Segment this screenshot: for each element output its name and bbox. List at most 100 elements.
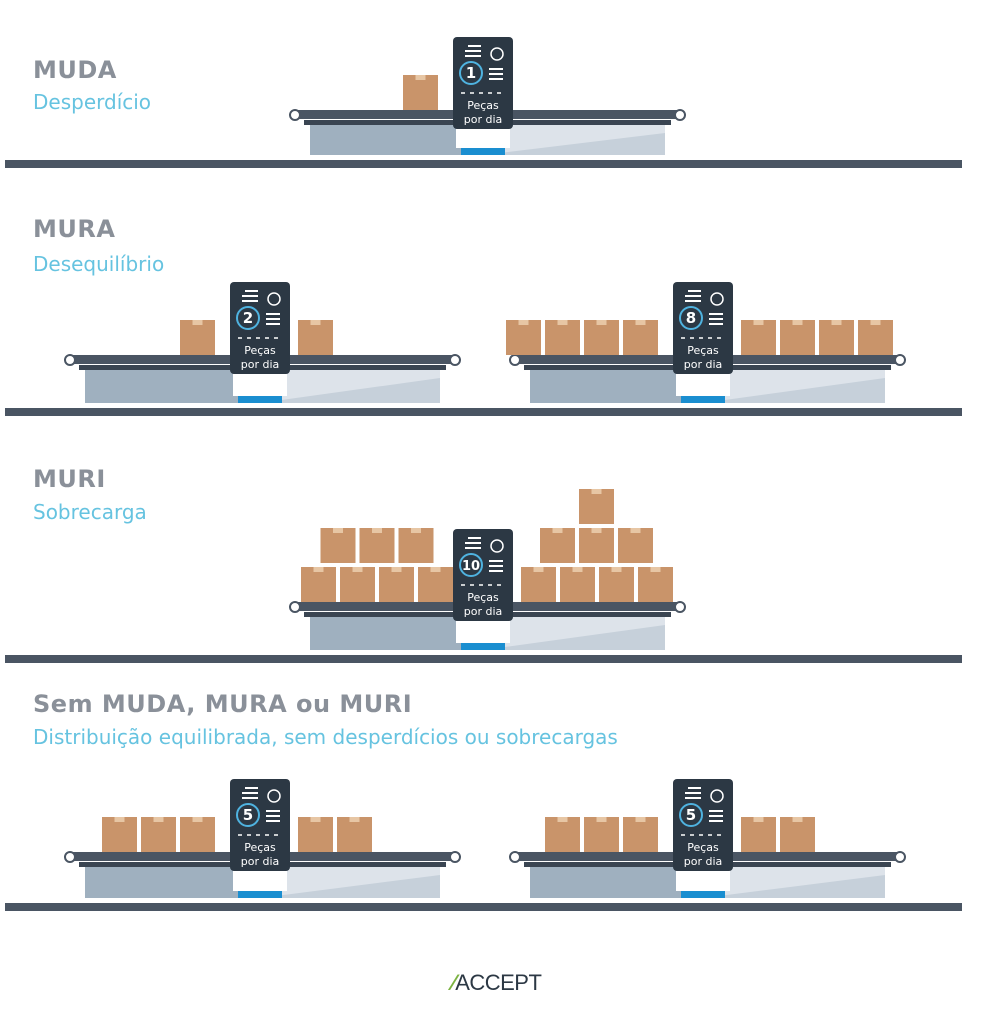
list-icon <box>266 820 280 822</box>
conveyor-support-shade <box>310 617 483 650</box>
pieces-label: Peças <box>687 344 719 357</box>
package-box <box>418 567 453 602</box>
conveyor-belt-lower <box>79 862 446 867</box>
package-box <box>579 489 614 524</box>
muda-title: MUDA <box>33 56 117 84</box>
package-box <box>521 567 556 602</box>
conveyor-support <box>310 125 665 155</box>
conveyor-roller <box>64 851 76 863</box>
conveyor-roller <box>289 601 301 613</box>
status-circle-icon <box>490 47 504 61</box>
machine-panel <box>230 779 290 871</box>
conveyor-support <box>310 617 665 650</box>
package-box <box>340 567 375 602</box>
conveyor-belt-lower <box>304 120 671 125</box>
per-day-label: por dia <box>684 855 723 868</box>
package-box <box>141 817 176 852</box>
conveyor-belt <box>290 602 685 611</box>
conveyor-belt <box>510 355 905 364</box>
conveyor-support-shade <box>530 867 703 898</box>
menu-icon <box>465 55 481 57</box>
conveyor-support-wedge <box>260 378 440 403</box>
conveyor-roller <box>289 109 301 121</box>
status-circle-icon <box>710 789 724 803</box>
conveyor-support <box>530 370 885 403</box>
package-box <box>858 320 893 355</box>
menu-icon <box>688 290 701 292</box>
list-icon <box>266 318 280 320</box>
conveyor-support <box>530 867 885 898</box>
conveyor-belt <box>65 355 460 364</box>
package-box <box>780 817 815 852</box>
list-icon <box>709 810 723 812</box>
per-day-label: por dia <box>241 855 280 868</box>
package-box <box>819 320 854 355</box>
menu-icon <box>242 300 258 302</box>
package-box <box>599 567 634 602</box>
balanced-subtitle: Distribuição equilibrada, sem desperdíci… <box>33 725 618 749</box>
list-icon <box>489 73 503 75</box>
list-icon <box>266 815 280 817</box>
menu-icon <box>465 542 481 544</box>
machine-panel <box>673 282 733 374</box>
pieces-count: 8 <box>686 309 696 327</box>
conveyor-roller <box>674 109 686 121</box>
floor-line <box>5 903 962 911</box>
count-circle <box>459 61 483 85</box>
accept-logo: ⁄ACCEPT <box>452 970 542 995</box>
conveyor-support-wedge <box>483 133 665 155</box>
package-box <box>359 528 395 563</box>
status-circle-icon <box>267 292 281 306</box>
menu-icon <box>685 295 701 297</box>
balanced-title: Sem MUDA, MURA ou MURI <box>33 690 413 718</box>
machine-base <box>461 643 505 650</box>
machine-base <box>681 891 725 898</box>
package-box <box>506 320 541 355</box>
list-icon <box>709 313 723 315</box>
conveyor-roller <box>509 354 521 366</box>
per-day-label: por dia <box>241 358 280 371</box>
conveyor-support-shade <box>530 370 703 403</box>
package-box <box>560 567 595 602</box>
count-circle <box>236 803 260 827</box>
machine-stand <box>233 374 287 396</box>
count-circle <box>679 803 703 827</box>
status-circle-icon <box>710 292 724 306</box>
package-box <box>180 320 215 355</box>
pieces-label: Peças <box>467 591 499 604</box>
package-box <box>320 528 356 563</box>
machine-base <box>461 148 505 155</box>
conveyor-support-wedge <box>483 625 665 650</box>
conveyor-support-wedge <box>703 378 885 403</box>
package-box <box>741 320 776 355</box>
floor-line <box>5 655 962 663</box>
package-box <box>298 320 333 355</box>
conveyor-support-shade <box>85 867 260 898</box>
conveyor-roller <box>449 851 461 863</box>
menu-icon <box>465 50 481 52</box>
list-icon <box>266 323 280 325</box>
machine-stand <box>456 621 510 643</box>
floor-line <box>5 160 962 168</box>
package-box <box>540 528 575 563</box>
pieces-label: Peças <box>244 344 276 357</box>
conveyor-belt-lower <box>79 365 446 370</box>
muri-title: MURI <box>33 465 106 493</box>
list-icon <box>266 810 280 812</box>
conveyor-roller <box>894 851 906 863</box>
machine-panel <box>673 779 733 871</box>
conveyor-support <box>85 867 440 898</box>
count-circle <box>459 553 483 577</box>
package-box <box>780 320 815 355</box>
conveyor-support-wedge <box>703 875 885 898</box>
menu-icon <box>468 537 481 539</box>
package-box <box>298 817 333 852</box>
menu-icon <box>245 787 258 789</box>
pieces-count: 5 <box>686 806 696 824</box>
mura-subtitle: Desequilíbrio <box>33 252 165 276</box>
package-box <box>545 320 580 355</box>
conveyor-roller <box>894 354 906 366</box>
pieces-count: 10 <box>462 559 480 574</box>
machine-panel <box>453 529 513 621</box>
list-icon <box>489 78 503 80</box>
